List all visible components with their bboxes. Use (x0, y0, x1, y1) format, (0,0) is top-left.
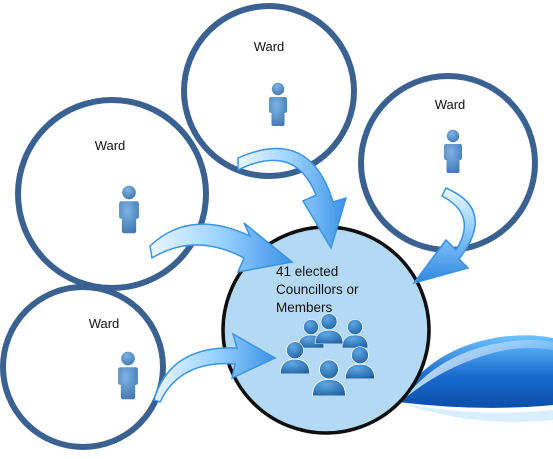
ward-label: Ward (95, 138, 126, 153)
ward-circle-bottom: Ward (0, 284, 166, 450)
ward-circle-right: Ward (358, 73, 538, 253)
arrow-from-left-ward (149, 222, 294, 273)
council-text-line-3: Members (276, 300, 333, 315)
ward-label: Ward (254, 39, 285, 54)
ward-label: Ward (435, 97, 466, 112)
council-text-line-1: 41 elected (276, 264, 338, 279)
arrow-from-top-ward (237, 147, 348, 250)
ward-circle-top: Ward (181, 3, 357, 179)
arrow-from-right-ward (412, 187, 476, 285)
arrow-from-bottom-ward (153, 332, 277, 403)
wave-decoration (398, 335, 553, 422)
ward-label: Ward (89, 316, 120, 331)
ward-circle-left: Ward (15, 97, 209, 291)
council-text-line-2: Councillors or (276, 282, 359, 297)
